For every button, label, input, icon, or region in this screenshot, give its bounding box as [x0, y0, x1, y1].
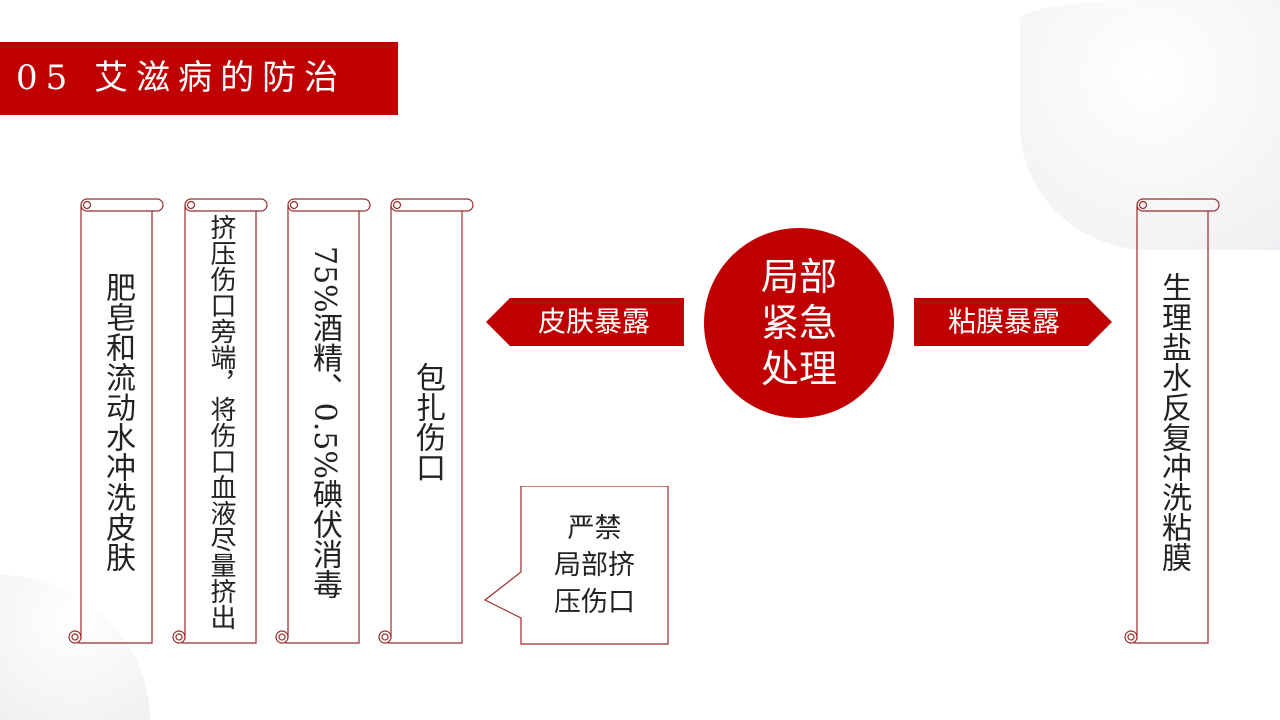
center-circle: 局部紧急处理 — [704, 228, 894, 418]
warning-line: 压伤口 — [554, 586, 635, 618]
decor-circle-top-right — [1020, 0, 1280, 250]
warning-line: 局部挤 — [554, 549, 635, 581]
scroll-text: 生理盐水反复冲洗粘膜 — [1156, 272, 1191, 572]
scroll-text: 包扎伤口 — [410, 362, 445, 482]
scroll-card: 生理盐水反复冲洗粘膜 — [1124, 198, 1220, 646]
center-label: 局部紧急处理 — [760, 255, 837, 391]
scroll-icon — [275, 198, 371, 644]
scroll-icon — [172, 198, 268, 644]
mucosa-exposure-label: 粘膜暴露 — [947, 305, 1060, 338]
scroll-card: 包扎伤口 — [378, 198, 474, 646]
slide-title: 05 艾滋病的防治 — [0, 42, 398, 115]
warning-text: 严禁局部挤压伤口 — [521, 486, 668, 644]
scroll-icon — [378, 198, 474, 644]
scroll-text: 挤压伤口旁端，将伤口血液尽量挤出 — [206, 214, 236, 630]
skin-exposure-label: 皮肤暴露 — [537, 305, 650, 338]
warning-callout — [484, 486, 669, 645]
section-number: 05 — [16, 58, 76, 98]
scroll-text: 肥皂和流动水冲洗皮肤 — [100, 272, 135, 572]
scroll-card: 75%酒精、0.5%碘伏消毒 — [275, 198, 371, 646]
warning-line: 严禁 — [567, 512, 622, 544]
mucosa-exposure-arrow: 粘膜暴露 — [914, 298, 1112, 346]
skin-exposure-arrow: 皮肤暴露 — [486, 298, 684, 346]
section-title: 艾滋病的防治 — [94, 58, 347, 98]
scroll-icon — [68, 198, 164, 644]
scroll-icon — [1124, 198, 1220, 644]
scroll-text: 75%酒精、0.5%碘伏消毒 — [307, 245, 342, 599]
scroll-card: 肥皂和流动水冲洗皮肤 — [68, 198, 164, 646]
scroll-card: 挤压伤口旁端，将伤口血液尽量挤出 — [172, 198, 268, 646]
